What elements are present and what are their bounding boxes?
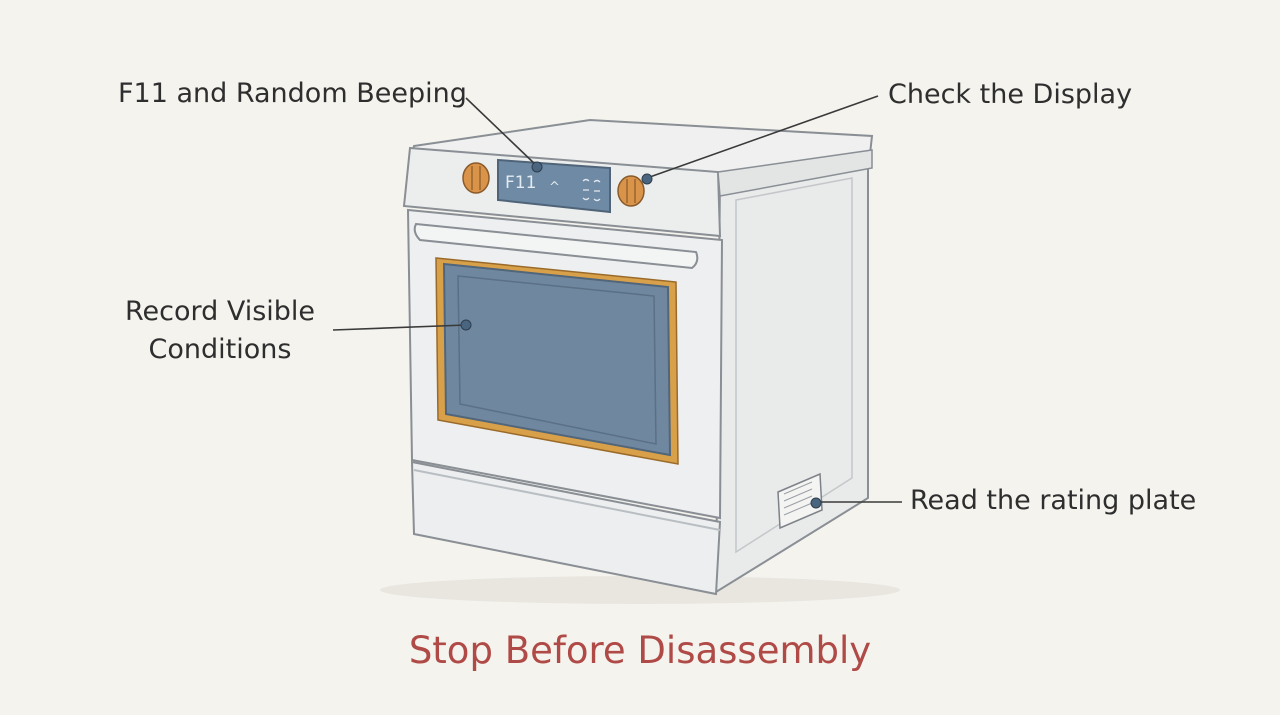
callout-label-check-display: Check the Display — [888, 79, 1133, 110]
callout-dot-f11 — [531, 161, 543, 173]
leader-lines — [332, 95, 902, 503]
callout-dot-rating-plate — [810, 497, 822, 509]
callout-dots — [460, 161, 822, 509]
callout-label-record-conditions: Record Visible Conditions — [110, 293, 330, 369]
display-code-text: F11 — [505, 173, 536, 193]
diagram-title: Stop Before Disassembly — [408, 629, 872, 672]
oven-door-window — [442, 262, 672, 457]
oven-side-inset — [735, 177, 853, 554]
oven-drawer-gap — [413, 469, 721, 531]
callout-dot-display — [641, 173, 653, 185]
display-touch-dots-icon — [582, 178, 601, 202]
display-chevron-up-icon: ^ — [549, 180, 560, 195]
oven-control-panel-side — [717, 149, 873, 197]
callout-label-record-conditions-line1: Record Visible — [124, 296, 316, 327]
callout-dot-conditions — [460, 319, 472, 331]
callout-label-rating-plate: Read the rating plate — [910, 485, 1197, 516]
oven-display-panel — [497, 158, 611, 214]
callout-label-f11-beeping: F11 and Random Beeping — [118, 78, 467, 109]
oven-drawer — [410, 460, 722, 596]
rating-plate-icon — [777, 472, 823, 530]
left-control-knob-icon — [462, 162, 490, 194]
leader-line-display — [646, 95, 879, 179]
oven-door-handle — [413, 222, 699, 270]
floor-shadow — [380, 576, 900, 604]
leader-line-conditions — [332, 324, 467, 331]
right-control-knob-icon — [617, 175, 645, 207]
callout-label-record-conditions-line2: Conditions — [148, 334, 292, 365]
leader-line-f11 — [465, 97, 538, 167]
oven-door-window-inner — [457, 275, 657, 445]
oven-side-panel — [714, 148, 869, 594]
